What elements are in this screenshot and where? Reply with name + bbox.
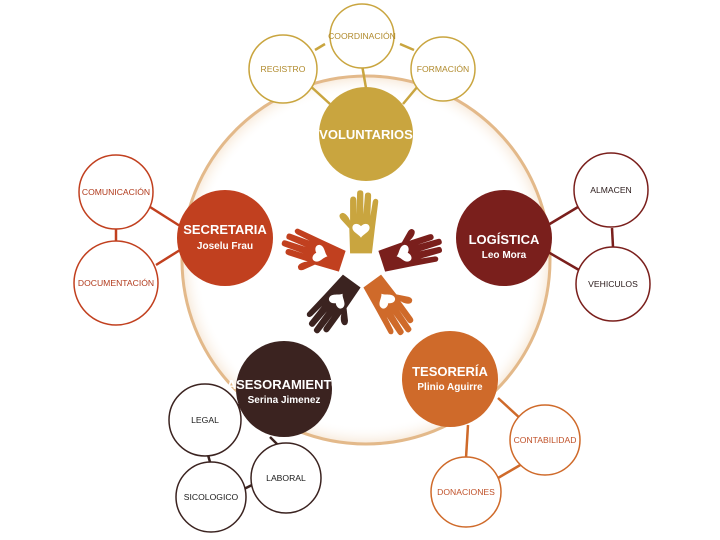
sub-node-documentacion: DOCUMENTACIÓN xyxy=(73,240,159,326)
sub-node-label: VEHICULOS xyxy=(588,279,638,289)
sub-node-label: COORDINACIÓN xyxy=(328,31,396,41)
connector-voluntarios-coordinacion xyxy=(360,64,368,89)
connector-coordinacion-formacion xyxy=(399,42,415,52)
connector-tesoreria-contabilidad xyxy=(497,397,523,421)
main-node-subtitle: Plinio Aguirre xyxy=(417,382,483,393)
main-node-title: SECRETARIA xyxy=(183,222,267,237)
main-node-title: LOGÍSTICA xyxy=(469,232,540,247)
main-node-tesoreria: TESORERÍA Plinio Aguirre xyxy=(402,331,498,427)
main-node-logistica: LOGÍSTICA Leo Mora xyxy=(456,190,552,286)
main-node-title: ASESORAMIENTO xyxy=(227,377,342,392)
connector-registro-coordinacion xyxy=(314,42,326,52)
sub-node-comunicacion: COMUNICACIÓN xyxy=(78,154,154,230)
sub-node-label: CONTABILIDAD xyxy=(514,435,577,445)
connector-secretaria-documentacion xyxy=(155,248,181,267)
sub-node-label: DOCUMENTACIÓN xyxy=(78,278,154,288)
sub-node-label: REGISTRO xyxy=(261,64,306,74)
connector-secretaria-comunicacion xyxy=(149,205,181,228)
main-node-subtitle: Serina Jimenez xyxy=(248,395,321,406)
sub-node-label: LEGAL xyxy=(191,415,219,425)
connectors xyxy=(114,42,615,491)
sub-node-label: COMUNICACIÓN xyxy=(82,187,150,197)
main-node-title: TESORERÍA xyxy=(412,364,488,379)
sub-node-label: LABORAL xyxy=(266,473,306,483)
main-node-subtitle: Leo Mora xyxy=(482,250,527,261)
connector-tesoreria-donaciones xyxy=(464,424,470,459)
connector-voluntarios-formacion xyxy=(402,85,419,105)
connector-logistica-vehiculos xyxy=(547,250,580,272)
sub-node-contabilidad: CONTABILIDAD xyxy=(509,404,581,476)
sub-node-label: ALMACEN xyxy=(590,185,632,195)
sub-node-label: FORMACIÓN xyxy=(417,64,470,74)
sub-node-laboral: LABORAL xyxy=(250,442,322,514)
connector-logistica-almacen xyxy=(547,205,579,227)
connector-contabilidad-donaciones xyxy=(497,462,523,480)
main-node-voluntarios: VOLUNTARIOS xyxy=(319,87,413,181)
main-node-asesoramiento: ASESORAMIENTO Serina Jimenez xyxy=(227,341,342,437)
sub-node-label: DONACIONES xyxy=(437,487,495,497)
connector-almacen-vehiculos xyxy=(610,227,615,248)
sub-node-sicologico: SICOLOGICO xyxy=(175,461,247,533)
main-node-title: VOLUNTARIOS xyxy=(319,127,413,142)
sub-node-vehiculos: VEHICULOS xyxy=(575,246,651,322)
sub-node-label: SICOLOGICO xyxy=(184,492,239,502)
main-node-secretaria: SECRETARIA Joselu Frau xyxy=(177,190,273,286)
main-node-subtitle: Joselu Frau xyxy=(197,241,253,252)
sub-node-almacen: ALMACEN xyxy=(573,152,649,228)
sub-node-coordinacion: COORDINACIÓN xyxy=(328,3,396,69)
sub-node-formacion: FORMACIÓN xyxy=(410,36,476,102)
sub-node-legal: LEGAL xyxy=(168,383,242,457)
sub-node-donaciones: DONACIONES xyxy=(430,456,502,528)
sub-node-registro: REGISTRO xyxy=(248,34,318,104)
